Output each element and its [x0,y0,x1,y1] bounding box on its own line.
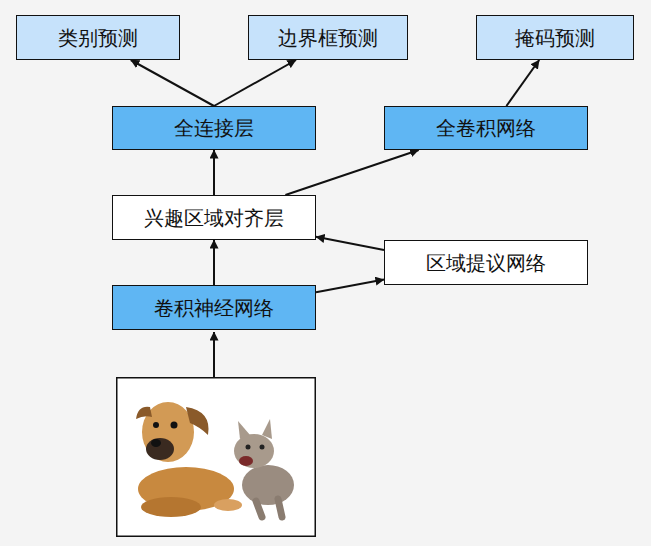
layer-box: 全连接层 [112,106,316,150]
flow-arrow [213,240,215,285]
flow-arrow [213,150,215,195]
layer-box: 全卷积网络 [384,106,588,150]
box-label: 全卷积网络 [436,116,536,140]
box-label: 全连接层 [174,116,254,140]
flow-arrow [316,237,384,250]
box-label: 卷积神经网络 [154,296,274,320]
box-label: 兴趣区域对齐层 [144,206,284,230]
flow-arrow [506,60,539,106]
process-box: 兴趣区域对齐层 [112,195,316,240]
output-box: 边界框预测 [248,15,408,60]
flow-arrow [131,60,214,106]
input-arrow [213,332,215,377]
dog-cat-photo [116,377,316,537]
output-box: 类别预测 [16,15,180,60]
process-box: 区域提议网络 [384,240,588,285]
box-label: 区域提议网络 [426,251,546,275]
box-label: 类别预测 [58,26,138,50]
output-box: 掩码预测 [476,15,634,60]
flow-arrow [316,280,384,293]
box-label: 边界框预测 [278,26,378,50]
flow-arrow [214,60,296,106]
layer-box: 卷积神经网络 [112,285,316,330]
flow-arrow [285,150,418,195]
box-label: 掩码预测 [515,26,595,50]
